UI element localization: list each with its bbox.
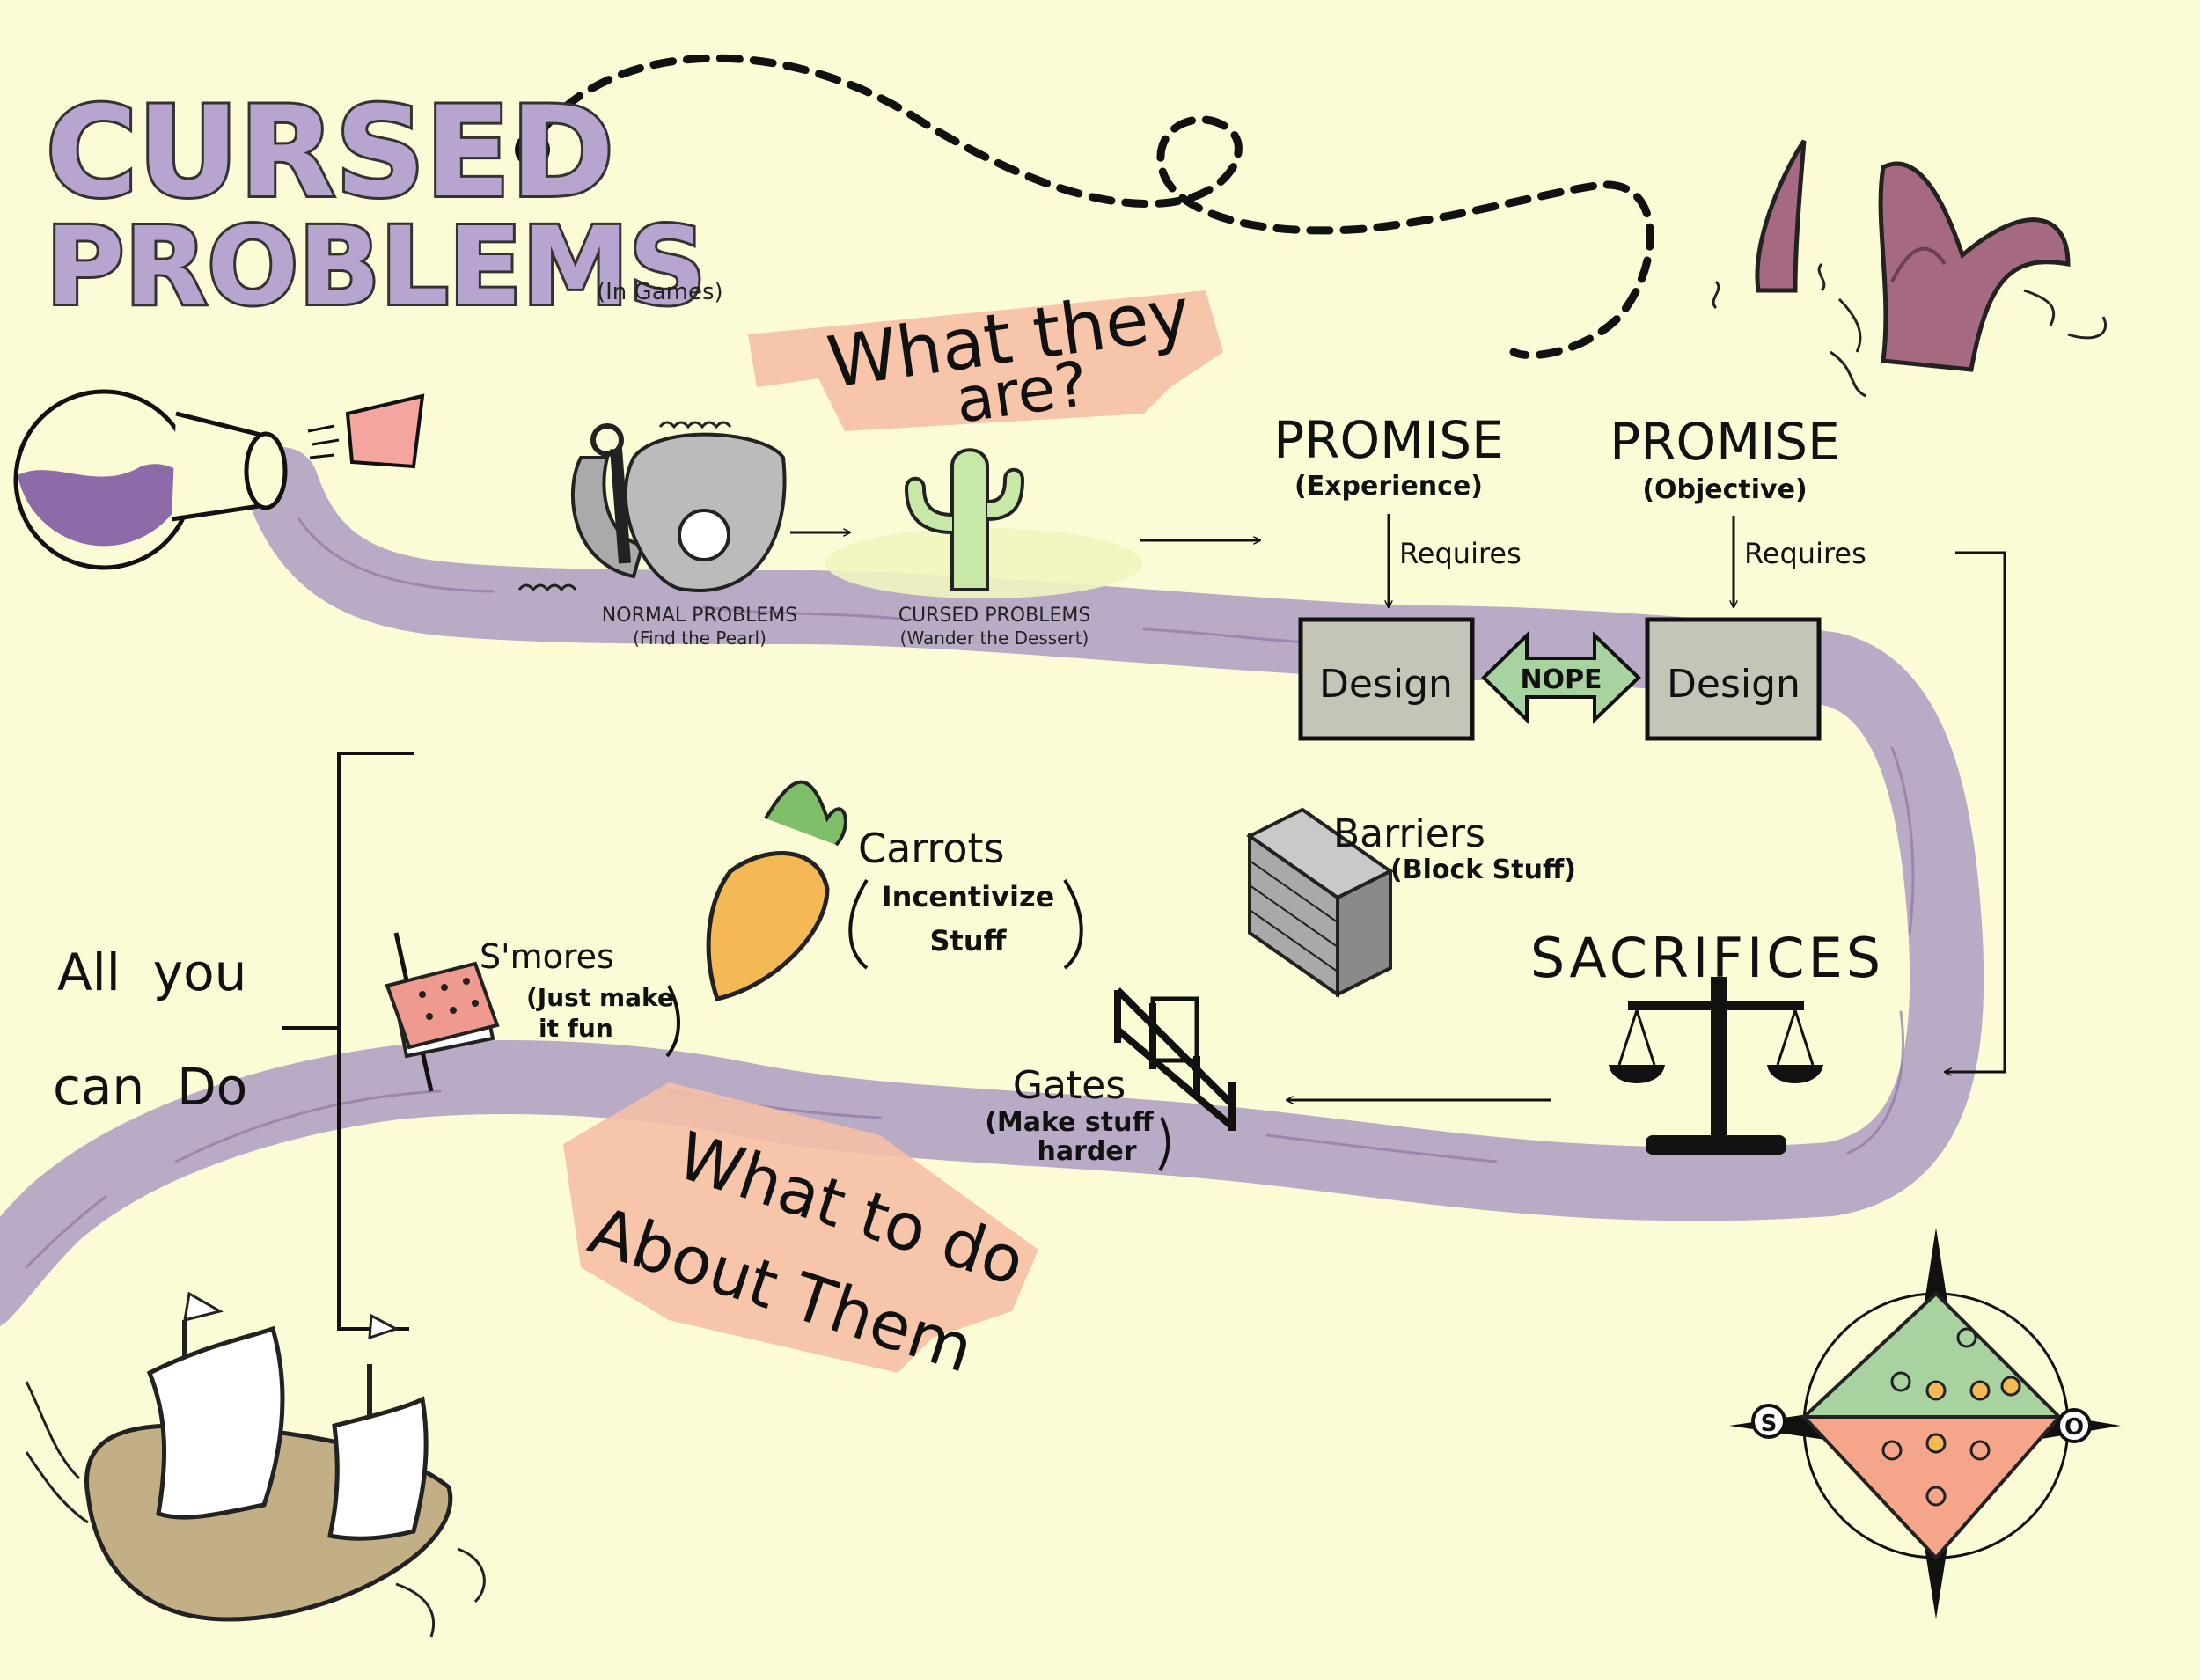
barriers-label: Barriers [1333, 811, 1485, 856]
gate-icon [1114, 987, 1236, 1131]
promise-experience-title: PROMISE [1273, 410, 1504, 470]
tentacles-icon [1712, 139, 2107, 398]
all-you-can-do-line1: All you [57, 943, 246, 1002]
normal-problems-sublabel: (Find the Pearl) [633, 627, 766, 649]
all-you-can-do-line2: can Do [53, 1057, 247, 1117]
design-box-2 [1645, 617, 1822, 741]
promise-objective: PROMISE (Objective) Requires Design [1610, 412, 1866, 741]
nope-double-arrow: NOPE [1481, 631, 1641, 724]
title-subtitle: (In Games) [597, 279, 723, 305]
carrots-sublabel-1: Incentivize [882, 880, 1055, 913]
treasure-trail [537, 54, 1654, 360]
all-you-can-do: All you can Do [53, 752, 414, 1331]
carrots-label: Carrots [858, 825, 1004, 872]
gates-sublabel-2: harder [1037, 1136, 1136, 1167]
arrow-promise-to-sacrifices [1945, 551, 2006, 1072]
normal-problems-label: NORMAL PROBLEMS [602, 605, 797, 627]
promise-experience: PROMISE (Experience) Requires Design [1273, 410, 1522, 741]
promise-objective-title: PROMISE [1610, 412, 1840, 472]
trail-start-dot [515, 132, 550, 167]
requires-label-2: Requires [1744, 537, 1866, 570]
smores-label: S'mores [480, 937, 614, 976]
smores-icon: S'mores (Just make it fun [385, 932, 680, 1092]
promise-experience-sub: (Experience) [1294, 471, 1483, 502]
nope-label: NOPE [1520, 664, 1602, 695]
balance-scale-icon [1609, 977, 1823, 1155]
carrots-sublabel-2: Stuff [929, 924, 1007, 957]
compass-icon: S O [1729, 1228, 2121, 1619]
sacrifices-label: SACRIFICES [1530, 926, 1884, 990]
ship-icon [25, 1291, 486, 1638]
cactus-icon: CURSED PROBLEMS (Wander the Dessert) [825, 448, 1142, 649]
carrot-icon: Carrots Incentivize Stuff [706, 780, 1083, 1001]
cursed-problems-label: CURSED PROBLEMS [898, 605, 1091, 627]
promise-objective-sub: (Objective) [1642, 474, 1807, 505]
title-line1: CURSED [46, 80, 614, 225]
compass-west-label: S [1761, 1411, 1778, 1437]
anchor-shell-icon: NORMAL PROBLEMS (Find the Pearl) [517, 421, 797, 649]
design-label-2: Design [1667, 662, 1800, 707]
title-block: CURSED PROBLEMS (In Games) [43, 77, 723, 332]
sacrifices: SACRIFICES [1530, 926, 1884, 1155]
title-line2: PROBLEMS [46, 204, 706, 329]
section-what-they-are: What they are? [748, 272, 1223, 437]
requires-label-1: Requires [1399, 537, 1522, 570]
compass-east-label: O [2064, 1414, 2084, 1441]
barriers-sublabel: (Block Stuff) [1390, 855, 1576, 885]
gates-sublabel-1: (Make stuff [985, 1107, 1154, 1138]
cursed-problems-sublabel: (Wander the Dessert) [900, 627, 1089, 649]
potion-flask-icon [13, 389, 425, 570]
brick-wall-icon: Barriers (Block Stuff) [1246, 807, 1576, 998]
gates-label: Gates [1013, 1063, 1126, 1108]
design-box-1 [1298, 617, 1475, 741]
smores-sublabel-1: (Just make [526, 983, 674, 1012]
design-label-1: Design [1319, 662, 1453, 707]
bracket [282, 752, 414, 1331]
smores-sublabel-2: it fun [539, 1014, 613, 1043]
